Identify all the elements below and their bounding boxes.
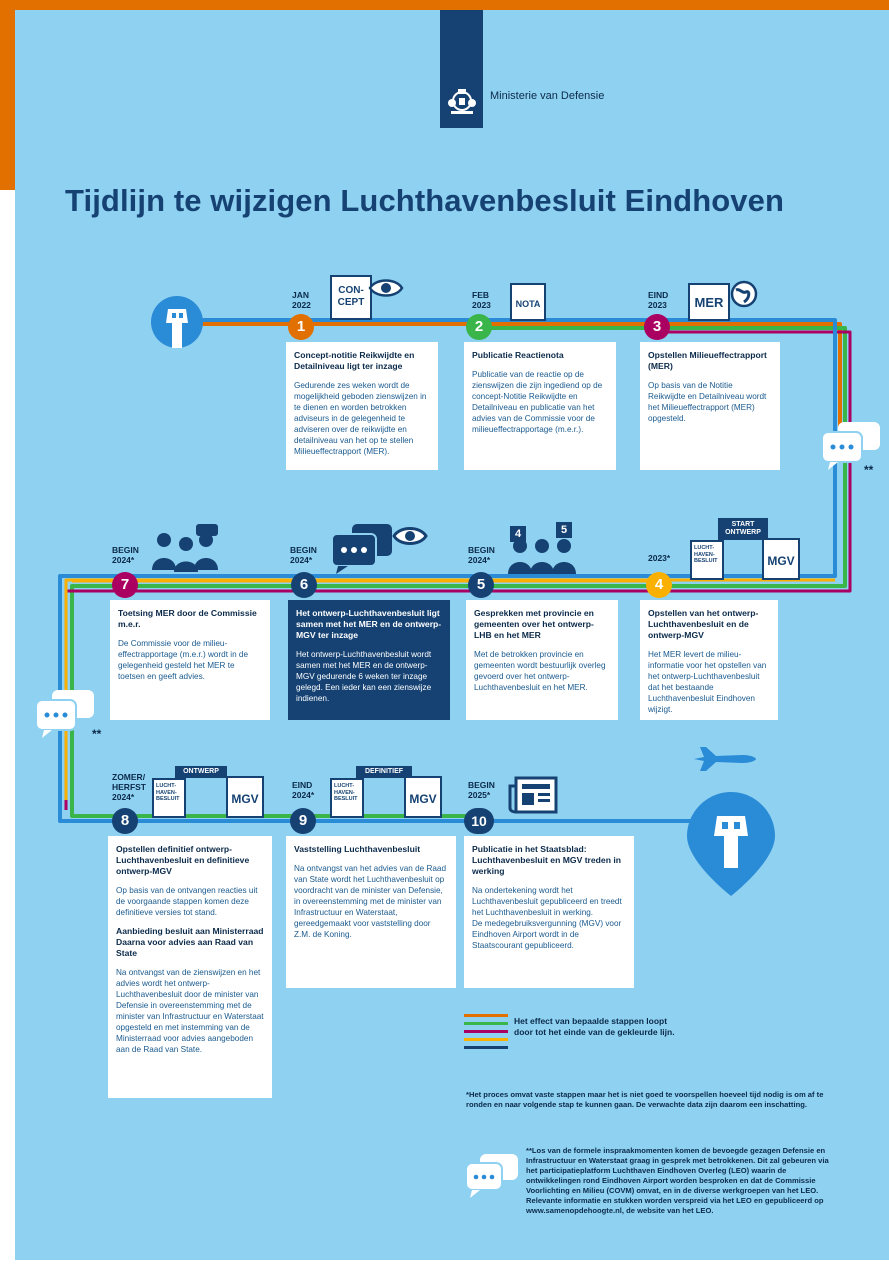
eye-icon bbox=[368, 279, 404, 297]
step-3-circle: 3 bbox=[644, 314, 670, 340]
people-icon bbox=[152, 524, 218, 572]
step-6-title: Het ontwerp-Luchthavenbesluit ligt samen… bbox=[296, 608, 442, 640]
comments-eye-icon bbox=[331, 524, 428, 574]
badge-5: 5 bbox=[556, 522, 572, 538]
step-8-title: Opstellen definitief ontwerp-Luchthavenb… bbox=[116, 844, 250, 876]
ontwerp-label: ONTWERP bbox=[175, 766, 227, 778]
globe-icon bbox=[730, 280, 758, 308]
step-8-body2: Na ontvangst van de zienswijzen en het a… bbox=[116, 968, 264, 1054]
luchthavenbesluit-doc-icon: LUCHT- HAVEN- BESLUIT bbox=[330, 778, 364, 818]
step-10-title: Publicatie in het Staatsblad: Luchthaven… bbox=[472, 844, 621, 876]
step-5-title: Gesprekken met provincie en gemeenten ov… bbox=[474, 608, 594, 640]
step-10-card: Publicatie in het Staatsblad: Luchthaven… bbox=[464, 836, 634, 988]
footnote-single-star: *Het proces omvat vaste stappen maar het… bbox=[466, 1090, 824, 1109]
double-star-2: ** bbox=[92, 727, 102, 741]
step-7-date: BEGIN 2024* bbox=[112, 545, 139, 565]
step-10-date: BEGIN 2025* bbox=[468, 780, 495, 800]
mgv-doc-icon: MGV bbox=[762, 538, 800, 580]
step-9-card: Vaststelling Luchthavenbesluit Na ontvan… bbox=[286, 836, 456, 988]
ministry-name: Ministerie van Defensie bbox=[490, 90, 605, 102]
step-7-title: Toetsing MER door de Commissie m.e.r. bbox=[118, 608, 257, 629]
step-2-circle: 2 bbox=[466, 314, 492, 340]
crest-icon bbox=[448, 89, 476, 114]
step-2-title: Publicatie Reactienota bbox=[472, 350, 564, 360]
step-5-body: Met de betrokken provincie en gemeenten … bbox=[474, 650, 606, 692]
chat-bubbles-icon bbox=[465, 1154, 518, 1198]
logo-ribbon bbox=[440, 10, 483, 128]
newspaper-icon bbox=[508, 776, 558, 814]
step-3-card: Opstellen Milieueffectrapport (MER) Op b… bbox=[640, 342, 780, 470]
mer-document-icon: MER bbox=[688, 283, 730, 321]
step-2-date: FEB 2023 bbox=[472, 290, 491, 310]
step-8-circle: 8 bbox=[112, 808, 138, 834]
step-6-card: Het ontwerp-Luchthavenbesluit ligt samen… bbox=[288, 600, 450, 720]
step-3-date: EIND 2023 bbox=[648, 290, 669, 310]
step-9-circle: 9 bbox=[290, 808, 316, 834]
control-tower-end-icon bbox=[687, 792, 775, 896]
step-4-title: Opstellen van het ontwerp-Luchthavenbesl… bbox=[648, 608, 759, 640]
step-8-body: Op basis van de ontvangen reacties uit d… bbox=[116, 886, 258, 917]
legend-lines bbox=[464, 1014, 508, 1049]
step-4-date: 2023* bbox=[648, 553, 671, 563]
definitief-label: DEFINITIEF bbox=[356, 766, 412, 778]
step-10-circle: 10 bbox=[464, 808, 494, 834]
step-9-title: Vaststelling Luchthavenbesluit bbox=[294, 844, 421, 854]
footnote-double-star: **Los van de formele inspraakmomenten ko… bbox=[526, 1146, 829, 1215]
step-1-card: Concept-notitie Reikwijdte en Detailnive… bbox=[286, 342, 438, 470]
step-4-card: Opstellen van het ontwerp-Luchthavenbesl… bbox=[640, 600, 778, 720]
step-6-date: BEGIN 2024* bbox=[290, 545, 317, 565]
step-8-card: Opstellen definitief ontwerp-Luchthavenb… bbox=[108, 836, 272, 1098]
mgv-doc-icon: MGV bbox=[404, 776, 442, 818]
legend-text: Het effect van bepaalde stappen loopt do… bbox=[514, 1016, 675, 1037]
step-1-title: Concept-notitie Reikwijdte en Detailnive… bbox=[294, 350, 415, 371]
step-1-date: JAN 2022 bbox=[292, 290, 311, 310]
step-5-circle: 5 bbox=[468, 572, 494, 598]
step-5-date: BEGIN 2024* bbox=[468, 545, 495, 565]
step-4-body: Het MER levert de milieu-informatie voor… bbox=[648, 650, 767, 714]
step-9-body: Na ontvangst van het advies van de Raad … bbox=[294, 864, 447, 939]
step-8-subtitle: Aanbieding besluit aan Ministerraad Daar… bbox=[116, 926, 264, 958]
step-2-body: Publicatie van de reactie op de zienswij… bbox=[472, 370, 603, 434]
line-green bbox=[70, 326, 847, 818]
line-orange bbox=[195, 322, 842, 452]
concept-document-icon: CON- CEPT bbox=[330, 275, 372, 320]
chat-bubbles-icon bbox=[35, 690, 94, 738]
step-3-title: Opstellen Milieueffectrapport (MER) bbox=[648, 350, 767, 371]
step-2-card: Publicatie Reactienota Publicatie van de… bbox=[464, 342, 616, 470]
step-7-circle: 7 bbox=[112, 572, 138, 598]
mgv-doc-icon: MGV bbox=[226, 776, 264, 818]
step-6-body: Het ontwerp-Luchthavenbesluit wordt same… bbox=[296, 650, 432, 703]
step-6-circle: 6 bbox=[291, 572, 317, 598]
orange-top-border bbox=[0, 0, 889, 10]
control-tower-icon bbox=[151, 296, 203, 348]
step-5-card: Gesprekken met provincie en gemeenten ov… bbox=[466, 600, 618, 720]
chat-bubbles-icon bbox=[821, 422, 880, 470]
step-7-card: Toetsing MER door de Commissie m.e.r. De… bbox=[110, 600, 270, 720]
nota-document-icon: NOTA bbox=[510, 283, 546, 321]
page-title: Tijdlijn te wijzigen Luchthavenbesluit E… bbox=[65, 183, 785, 218]
step-1-circle: 1 bbox=[288, 314, 314, 340]
step-8-date: ZOMER/ HERFST 2024* bbox=[112, 772, 146, 802]
step-7-body: De Commissie voor de milieu-effectrappor… bbox=[118, 639, 249, 681]
badge-4: 4 bbox=[510, 526, 526, 542]
group-meeting-icon bbox=[508, 539, 576, 574]
step-1-body: Gedurende zes weken wordt de mogelijkhei… bbox=[294, 381, 427, 456]
start-ontwerp-label: START ONTWERP bbox=[718, 518, 768, 540]
step-9-date: EIND 2024* bbox=[292, 780, 315, 800]
airplane-icon bbox=[694, 747, 756, 771]
orange-side-border bbox=[0, 0, 15, 190]
double-star-1: ** bbox=[864, 463, 874, 477]
luchthavenbesluit-doc-icon: LUCHT- HAVEN- BESLUIT bbox=[690, 540, 724, 580]
step-10-body: Na ondertekening wordt het Luchthavenbes… bbox=[472, 886, 622, 950]
step-4-circle: 4 bbox=[646, 572, 672, 598]
luchthavenbesluit-doc-icon: LUCHT- HAVEN- BESLUIT bbox=[152, 778, 186, 818]
step-3-body: Op basis van de Notitie Reikwijdte en De… bbox=[648, 381, 767, 423]
